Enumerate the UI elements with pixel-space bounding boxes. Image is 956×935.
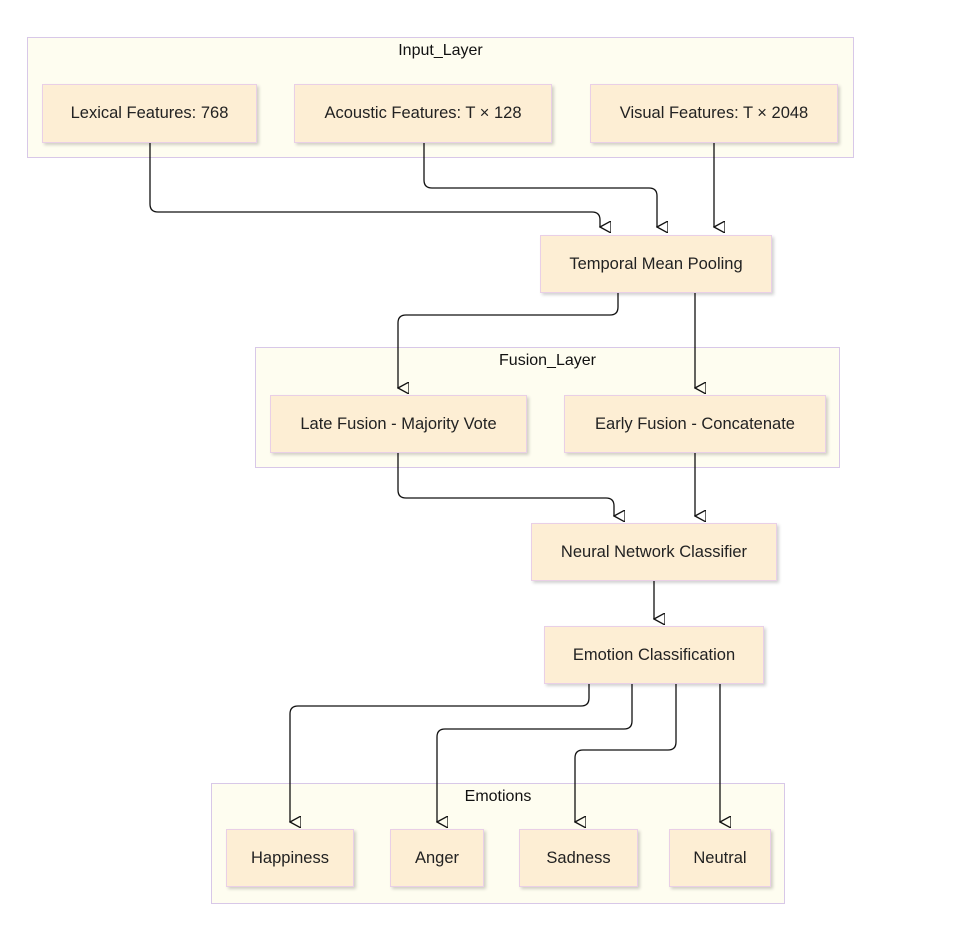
node-early-fusion: Early Fusion - Concatenate <box>564 395 826 453</box>
node-emotion-classification: Emotion Classification <box>544 626 764 684</box>
edge-emotion-to-anger <box>437 684 633 822</box>
node-lexical-features: Lexical Features: 768 <box>42 84 257 143</box>
edge-late-fusion-to-classifier <box>397 453 614 516</box>
edge-emotion-to-sadness <box>575 684 677 822</box>
node-neutral: Neutral <box>669 829 771 887</box>
node-sadness: Sadness <box>519 829 638 887</box>
edge-lexical-to-pooling <box>149 143 600 227</box>
node-anger: Anger <box>390 829 484 887</box>
edge-emotion-to-happiness <box>290 684 590 822</box>
node-happiness: Happiness <box>226 829 354 887</box>
edge-acoustic-to-pooling <box>423 143 657 227</box>
node-late-fusion: Late Fusion - Majority Vote <box>270 395 527 453</box>
fusion-layer-title: Fusion_Layer <box>499 352 596 369</box>
input-layer-title: Input_Layer <box>398 42 483 59</box>
node-acoustic-features: Acoustic Features: T × 128 <box>294 84 552 143</box>
emotions-title: Emotions <box>464 788 532 805</box>
node-neural-network-classifier: Neural Network Classifier <box>531 523 777 581</box>
node-temporal-mean-pooling: Temporal Mean Pooling <box>540 235 772 293</box>
edge-pooling-to-late-fusion <box>398 293 619 388</box>
node-visual-features: Visual Features: T × 2048 <box>590 84 838 143</box>
